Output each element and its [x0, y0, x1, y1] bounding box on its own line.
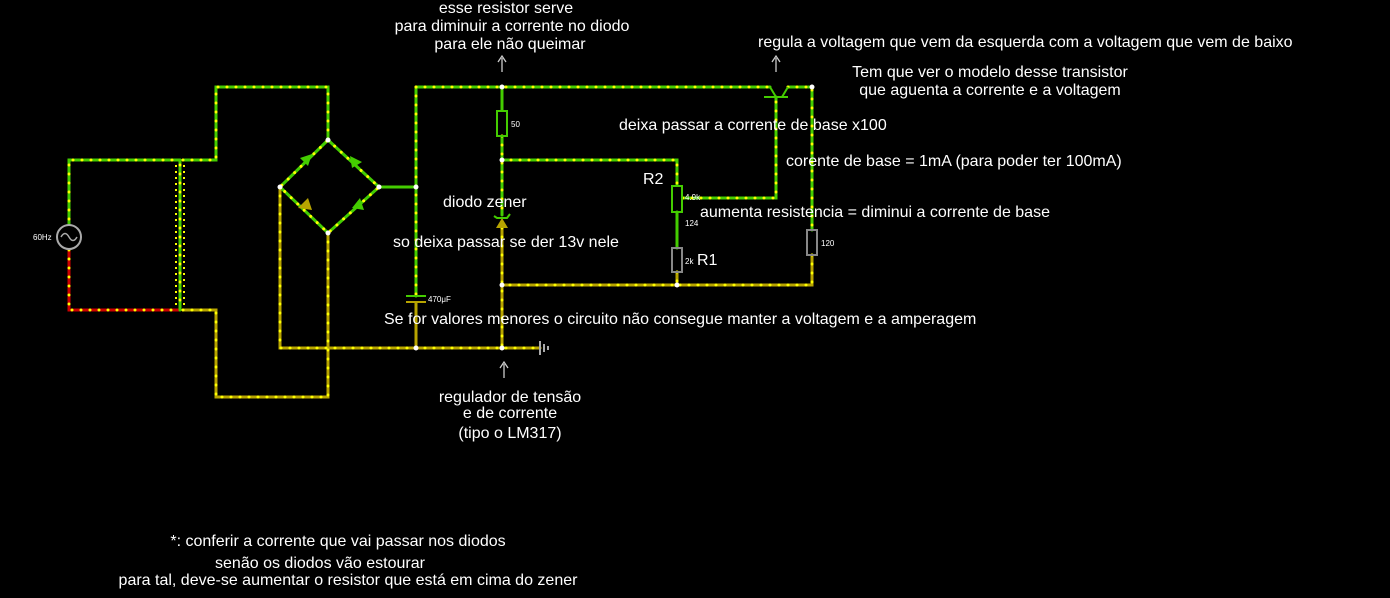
- wire-secondary-top: [181, 85, 330, 162]
- source-label: 60Hz: [33, 233, 52, 242]
- wire-r1-out: [500, 270, 679, 287]
- resistor-note-line1: esse resistor serve: [439, 0, 573, 17]
- r2-value: 4.9k: [685, 193, 701, 202]
- pot-value: 124: [685, 219, 699, 228]
- regulator-note-line1: regulador de tensão: [439, 389, 581, 406]
- footer-note-line2: senão os diodos vão estourar: [215, 555, 426, 572]
- resistor-50-value: 50: [511, 120, 520, 129]
- resistor-note: esse resistor serve para diminuir a corr…: [395, 0, 630, 53]
- wire-source-bottom: [67, 250, 180, 312]
- resistor-r1[interactable]: [671, 247, 683, 273]
- regulator-note-line3: (tipo o LM317): [458, 425, 561, 442]
- ground-symbol: [539, 341, 549, 355]
- resistor-r2[interactable]: [671, 185, 683, 213]
- wire-source-top: [67, 158, 182, 230]
- regulator-note: regulador de tensão e de corrente (tipo …: [439, 389, 581, 442]
- resistor-note-line3: para ele não queimar: [434, 36, 586, 53]
- resistor-50[interactable]: [496, 110, 508, 137]
- capacitor-value: 470μF: [428, 295, 451, 304]
- footer-note: *: conferir a corrente que vai passar no…: [119, 533, 579, 589]
- wire-secondary-bottom: [181, 231, 330, 399]
- r2-label: R2: [643, 171, 664, 188]
- regulator-note-line2: e de corrente: [463, 405, 557, 422]
- current-flow: [67, 85, 814, 399]
- wire-base: [681, 95, 778, 200]
- transistor-note-2b: que aguenta a corrente e a voltagem: [859, 82, 1121, 99]
- zener-note: so deixa passar se der 13v nele: [393, 234, 619, 251]
- resistor-120-value: 120: [821, 239, 835, 248]
- zener-label: diodo zener: [443, 194, 527, 211]
- resistance-note: aumenta resistencia = diminui a corrente…: [700, 204, 1050, 221]
- zener-diode[interactable]: [493, 213, 511, 228]
- junction-nodes: [277, 84, 815, 351]
- base-note: deixa passar a corrente de base x100: [619, 117, 887, 134]
- annotation-arrows: [497, 54, 781, 378]
- transistor-note-2a: Tem que ver o modelo desse transistor: [852, 64, 1128, 81]
- bridge-diodes[interactable]: [298, 154, 364, 210]
- footer-note-line1: *: conferir a corrente que vai passar no…: [170, 533, 505, 550]
- base-current-note: corente de base = 1mA (para poder ter 10…: [786, 153, 1122, 170]
- r1-label: R1: [697, 252, 718, 269]
- resistor-120[interactable]: [806, 229, 818, 256]
- footer-note-line3: para tal, deve-se aumentar o resistor qu…: [119, 572, 579, 589]
- values-note: Se for valores menores o circuito não co…: [384, 311, 976, 328]
- transistor-note-1: regula a voltagem que vem da esquerda co…: [758, 34, 1293, 51]
- wire-r2-in: [500, 158, 679, 187]
- wire-bridge: [277, 138, 382, 236]
- transistor[interactable]: [764, 86, 789, 98]
- capacitor[interactable]: [406, 295, 426, 303]
- ac-source[interactable]: [56, 224, 82, 250]
- r1-value: 2k: [685, 257, 694, 266]
- resistor-note-line2: para diminuir a corrente no diodo: [395, 18, 630, 35]
